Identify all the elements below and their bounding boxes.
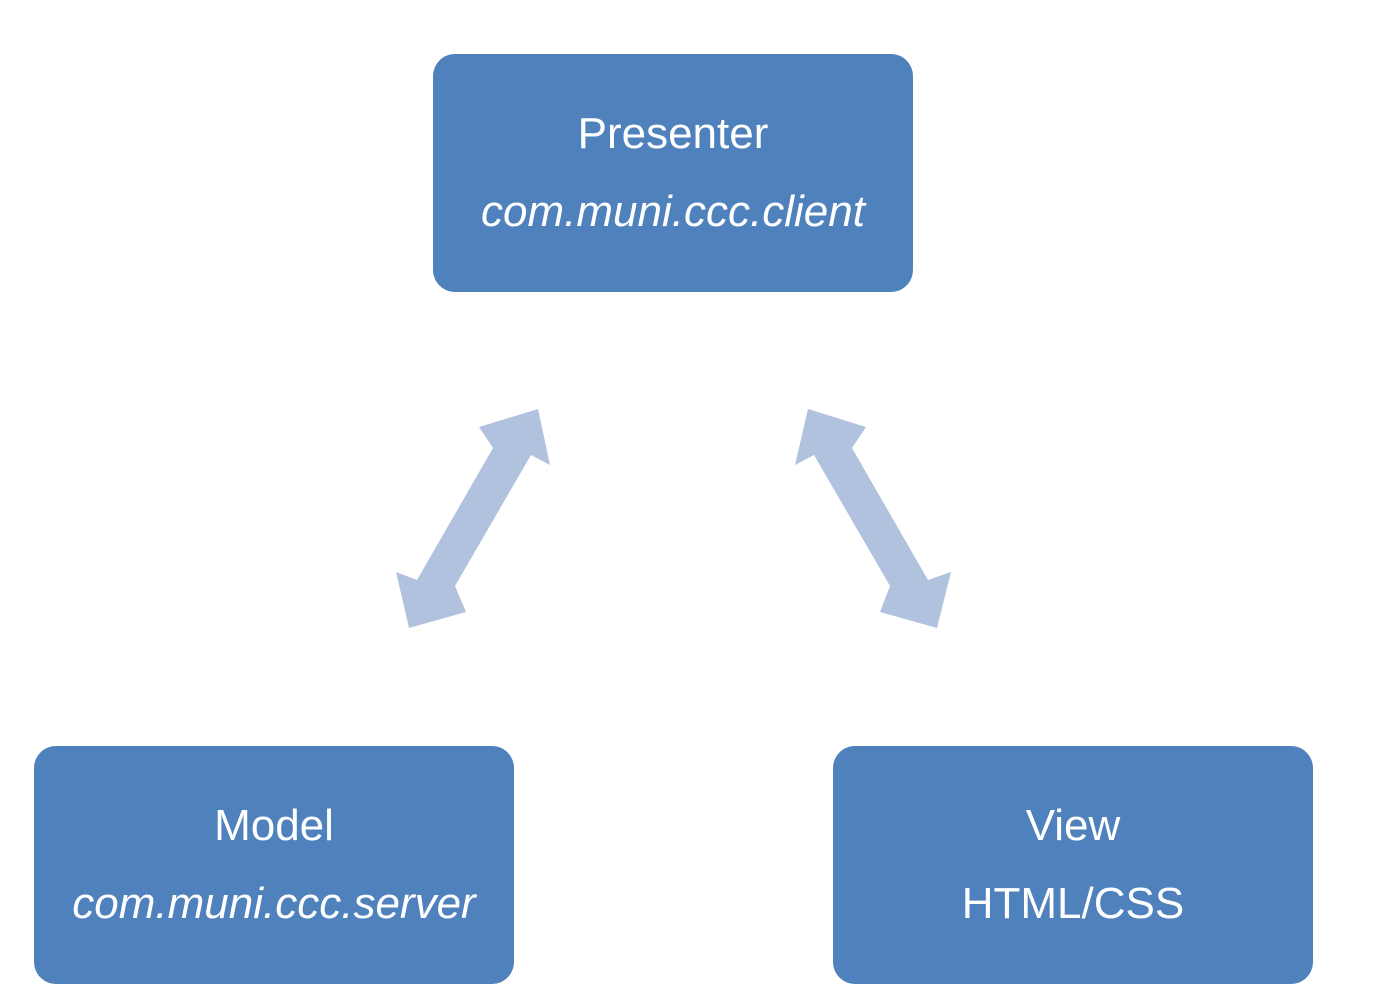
presenter-package: com.muni.ccc.client: [481, 187, 865, 236]
model-package: com.muni.ccc.server: [72, 879, 476, 928]
model-title: Model: [214, 801, 334, 851]
presenter-title: Presenter: [577, 109, 769, 159]
view-title: View: [1025, 801, 1121, 851]
model-box: Model com.muni.ccc.server: [34, 746, 514, 984]
presenter-box: Presenter com.muni.ccc.client: [433, 54, 913, 292]
view-box: View HTML/CSS: [833, 746, 1313, 984]
view-technology: HTML/CSS: [961, 879, 1185, 928]
arrow-model-presenter: [396, 409, 550, 628]
arrow-presenter-view: [795, 409, 951, 628]
